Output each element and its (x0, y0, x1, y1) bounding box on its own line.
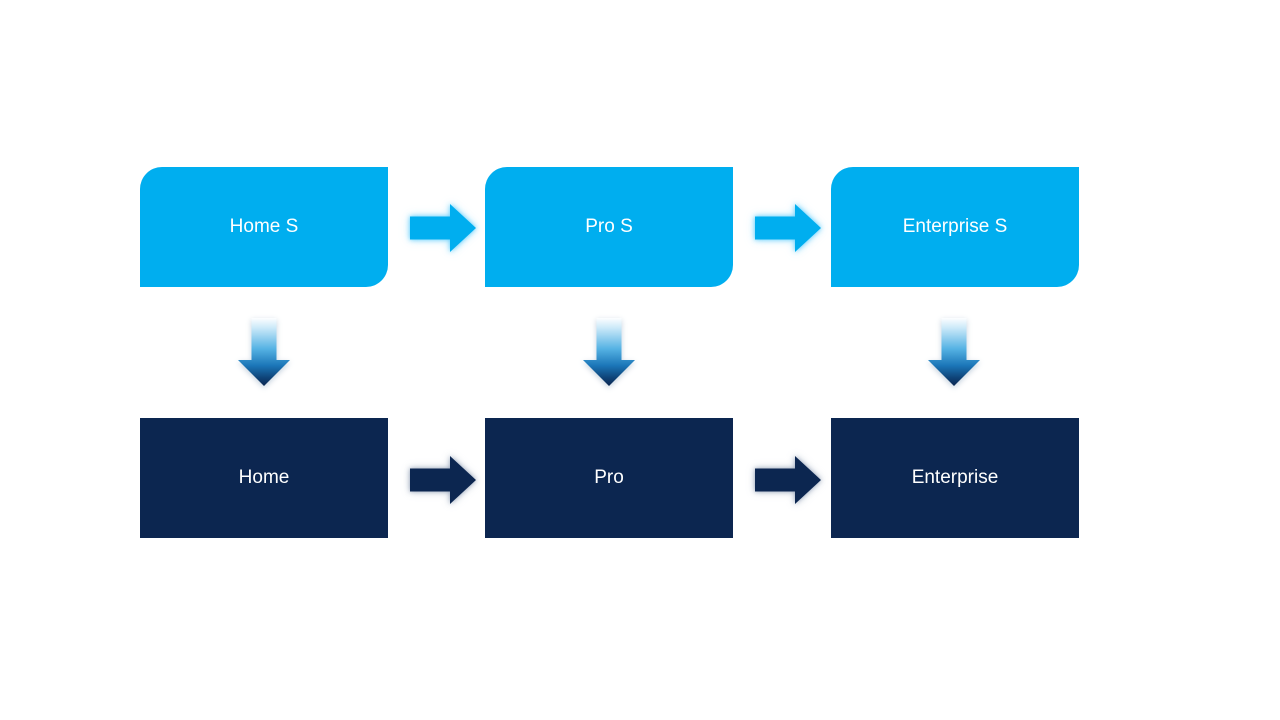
down-arrow-icon (583, 318, 635, 386)
down-arrow-icon (928, 318, 980, 386)
node-enterprise-s: Enterprise S (831, 167, 1079, 287)
node-enterprise-s-label: Enterprise S (902, 215, 1008, 237)
node-pro-s: Pro S (485, 167, 733, 287)
right-arrow-icon (755, 204, 821, 252)
right-arrow-icon (410, 456, 476, 504)
right-arrow-icon (755, 456, 821, 504)
node-pro-label: Pro (594, 466, 624, 488)
right-arrow-icon (410, 204, 476, 252)
node-home-s-label: Home S (229, 215, 299, 237)
down-arrow-icon (238, 318, 290, 386)
node-enterprise: Enterprise (831, 418, 1079, 538)
node-home-s: Home S (140, 167, 388, 287)
node-home: Home (140, 418, 388, 538)
node-pro-s-label: Pro S (585, 215, 633, 237)
node-home-label: Home (238, 466, 290, 488)
node-enterprise-label: Enterprise (911, 466, 999, 488)
node-pro: Pro (485, 418, 733, 538)
